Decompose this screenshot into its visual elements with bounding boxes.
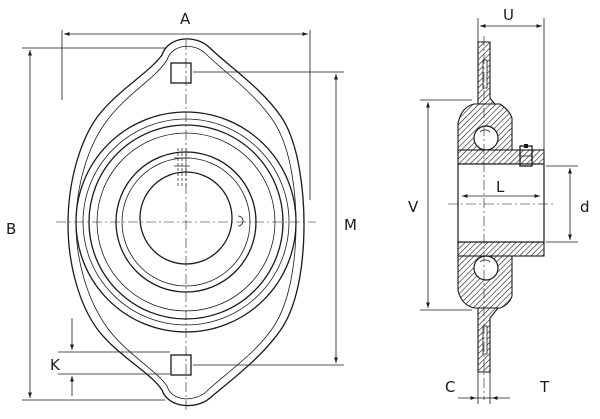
label-c: C xyxy=(445,378,455,396)
label-a: A xyxy=(180,10,191,28)
inner-ring-top xyxy=(457,149,545,165)
dimension-b xyxy=(22,47,165,401)
label-d: d xyxy=(580,198,590,216)
flange-inner-edge xyxy=(75,46,297,400)
dimension-m xyxy=(193,71,344,366)
front-view: A B M K xyxy=(6,10,357,410)
dimension-d xyxy=(546,165,578,243)
dimension-u xyxy=(477,18,545,150)
label-m: M xyxy=(344,216,357,234)
grease-hole-hidden xyxy=(174,148,190,186)
bore xyxy=(457,163,545,243)
label-k: K xyxy=(50,356,61,374)
flange-plate-bottom xyxy=(477,307,500,373)
side-view: U V L d C T xyxy=(408,6,590,404)
dimension-k xyxy=(58,318,170,396)
flange-outline xyxy=(67,38,305,407)
dimension-c-t xyxy=(458,372,510,404)
label-t: T xyxy=(539,378,550,396)
label-l: L xyxy=(496,178,505,196)
bolt-hole-top xyxy=(170,62,192,84)
bolt-hole-bottom xyxy=(170,354,192,376)
inner-ring-bottom xyxy=(457,241,545,257)
dimension-v xyxy=(420,99,472,311)
label-b: B xyxy=(6,220,16,238)
set-screw-mark xyxy=(237,215,244,227)
dimension-a xyxy=(61,30,311,200)
label-u: U xyxy=(503,6,514,24)
flange-plate-top xyxy=(477,41,500,109)
label-v: V xyxy=(408,198,419,216)
